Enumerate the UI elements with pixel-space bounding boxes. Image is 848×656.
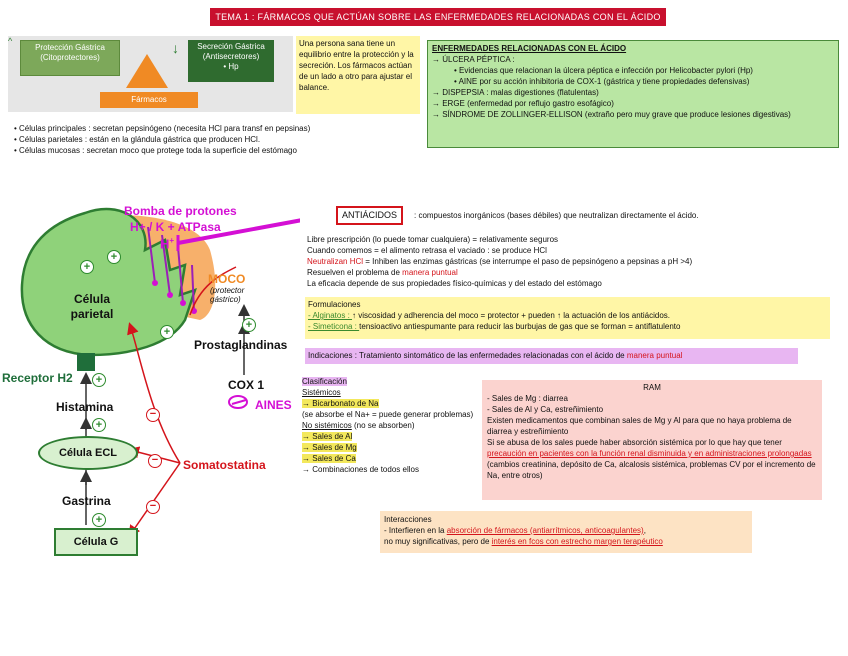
hp-label: Hp xyxy=(228,62,238,71)
list-item: → Sales de Ca xyxy=(302,454,356,463)
formulaciones-header: Formulaciones xyxy=(308,299,827,310)
equilibrio-note: Una persona sana tiene un equilibrio ent… xyxy=(296,36,420,114)
ulcera-item-2: • AINE por su acción inhibitoria de COX-… xyxy=(432,76,834,87)
list-item: • Células mucosas : secretan moco que pr… xyxy=(14,145,424,156)
plus-icon: + xyxy=(92,418,106,432)
list-item: Cuando comemos = el alimento retrasa el … xyxy=(307,245,827,256)
erge-item: → ERGE (enfermedad por reflujo gastro es… xyxy=(432,98,834,109)
antiacidos-body: Libre prescripción (lo puede tomar cualq… xyxy=(307,234,827,289)
antiacidos-label: ANTIÁCIDOS xyxy=(336,206,403,225)
plus-icon: + xyxy=(92,513,106,527)
moco-label: MOCO xyxy=(208,272,245,286)
list-item: Si se abusa de los sales puede haber abs… xyxy=(487,437,817,481)
alginatos-item: - Alginatos : ↑ viscosidad y adherencia … xyxy=(308,310,827,321)
farmacos-label: Fármacos xyxy=(100,92,198,108)
dispepsia-item: → DISPEPSIA : malas digestiones (flatule… xyxy=(432,87,834,98)
enfermedades-box: ENFERMEDADES RELACIONADAS CON EL ÁCIDO →… xyxy=(427,40,839,148)
plus-icon: + xyxy=(92,373,106,387)
no-sistemicos-row: No sistémicos (no se absorben) xyxy=(302,420,477,431)
list-item: Neutralizan HCl = Inhiben las enzimas gá… xyxy=(307,256,827,267)
ram-header: RAM xyxy=(487,382,817,393)
simeticona-item: - Simeticona : tensioactivo antiespumant… xyxy=(308,321,827,332)
minus-icon: − xyxy=(148,454,162,468)
plus-icon: + xyxy=(80,260,94,274)
plus-icon: + xyxy=(242,318,256,332)
gastrina-label: Gastrina xyxy=(62,494,111,508)
interacciones-header: Interacciones xyxy=(384,514,748,525)
formulaciones-box: Formulaciones - Alginatos : ↑ viscosidad… xyxy=(305,297,830,339)
bomba-label: Bomba de protones xyxy=(124,204,237,218)
aines-bar xyxy=(232,400,246,404)
minus-icon: − xyxy=(146,500,160,514)
cox-label: COX 1 xyxy=(228,378,264,392)
ulcera-item-1: • Evidencias que relacionan la úlcera pé… xyxy=(432,65,834,76)
somatostatina-label: Somatostatina xyxy=(183,458,266,472)
ecl-cell: Célula ECL xyxy=(38,436,138,470)
plus-icon: + xyxy=(160,325,174,339)
cells-list: • Células principales : secretan pepsinó… xyxy=(14,123,424,156)
h-label: H+ xyxy=(160,236,174,251)
plus-icon: + xyxy=(107,250,121,264)
list-item: → Combinaciones de todos ellos xyxy=(302,464,477,475)
ram-box: RAM - Sales de Mg : diarrea - Sales de A… xyxy=(482,380,822,500)
indicaciones-box: Indicaciones : Tratamiento sintomático d… xyxy=(305,348,798,364)
celula-g-box: Célula G xyxy=(54,528,138,556)
sistemicos-label: Sistémicos xyxy=(302,387,477,398)
list-item: • Células principales : secretan pepsinó… xyxy=(14,123,424,134)
list-item: Libre prescripción (lo puede tomar cualq… xyxy=(307,234,827,245)
list-item: - Sales de Al y Ca, estreñimiento xyxy=(487,404,817,415)
scale-marker: ^ xyxy=(8,36,12,46)
interacciones-box: Interacciones - Interfieren en la absorc… xyxy=(380,511,752,553)
villus-dot xyxy=(152,280,158,286)
page-title: TEMA 1 : FÁRMACOS QUE ACTÚAN SOBRE LAS E… xyxy=(210,8,666,26)
histamina-label: Histamina xyxy=(56,400,113,414)
secrecion-sub: (Antisecretores) xyxy=(188,52,274,62)
list-item: - Sales de Mg : diarrea xyxy=(487,393,817,404)
bicarbonato-item: → Bicarbonato de Na xyxy=(302,399,379,408)
prostaglandinas-label: Prostaglandinas xyxy=(194,338,287,352)
secrecion-box: Secreción Gástrica (Antisecretores) • Hp xyxy=(188,40,274,82)
receptor-h2-label: Receptor H2 xyxy=(2,371,73,385)
aines-label: AINES xyxy=(255,398,292,412)
proteccion-label: Protección Gástrica xyxy=(21,43,119,53)
balance-triangle xyxy=(126,54,168,88)
bicarbonato-note: (se absorbe el Na+ = puede generar probl… xyxy=(302,409,477,420)
list-item: → Sales de Mg xyxy=(302,443,357,452)
enfermedades-header: ENFERMEDADES RELACIONADAS CON EL ÁCIDO xyxy=(432,43,834,54)
list-item: no muy significativas, pero de interés e… xyxy=(384,536,748,547)
clasificacion-header: Clasificación xyxy=(302,377,347,386)
list-item: → Sales de Al xyxy=(302,432,352,441)
parietal-label: Célula parietal xyxy=(62,292,122,322)
moco-note: (protector gástrico) xyxy=(210,286,260,304)
down-arrow-icon: ↓ xyxy=(172,40,179,56)
list-item: Resuelven el problema de manera puntual xyxy=(307,267,827,278)
villus-dot xyxy=(167,292,173,298)
villus-dot xyxy=(180,300,186,306)
antiacidos-def: : compuestos inorgánicos (bases débiles)… xyxy=(414,210,834,221)
receptor-h2-shape xyxy=(77,353,95,371)
zollinger-item: → SÍNDROME DE ZOLLINGER-ELLISON (extraño… xyxy=(432,109,834,120)
proteccion-box: Protección Gástrica (Citoprotectores) xyxy=(20,40,120,76)
secrecion-label: Secreción Gástrica xyxy=(188,42,274,52)
list-item: Existen medicamentos que combinan sales … xyxy=(487,415,817,437)
ulcera-label: → ÚLCERA PÉPTICA : xyxy=(432,54,834,65)
somatostatina-arrow xyxy=(130,463,180,535)
minus-icon: − xyxy=(146,408,160,422)
list-item: La eficacia depende de sus propiedades f… xyxy=(307,278,827,289)
bomba-sub: H+ / K + ATPasa xyxy=(130,220,221,234)
proteccion-sub: (Citoprotectores) xyxy=(21,53,119,63)
clasificacion-box: Clasificación Sistémicos → Bicarbonato d… xyxy=(302,376,477,475)
list-item: • Células parietales : están en la glánd… xyxy=(14,134,424,145)
list-item: - Interfieren en la absorción de fármaco… xyxy=(384,525,748,536)
